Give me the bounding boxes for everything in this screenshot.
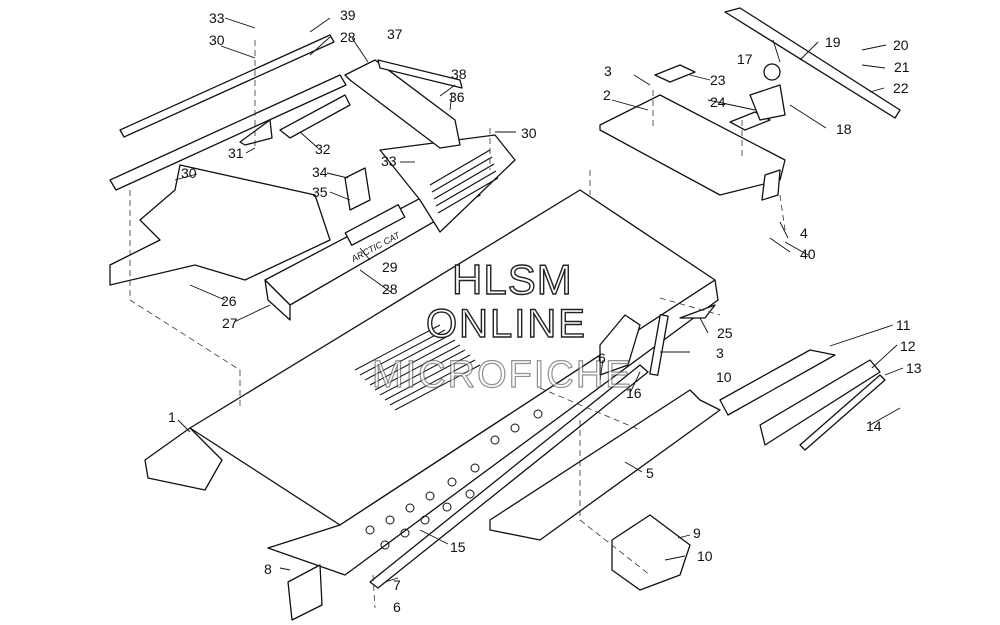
watermark-line-3: MICROFICHE [371,353,633,396]
footrest-holes [365,409,543,550]
callout-22: 22 [893,80,909,96]
rail-32 [279,94,351,139]
callout-20: 20 [893,37,909,53]
callout-5: 5 [646,465,654,481]
bracket-4 [761,169,781,201]
panel-12 [759,359,881,446]
callout-26: 26 [221,293,237,309]
bracket-31 [239,119,273,146]
callout-7: 7 [393,577,401,593]
callout-24: 24 [710,94,726,110]
tunnel-vent-slots [354,324,481,411]
small-decal [679,304,716,319]
callout-19: 19 [825,34,841,50]
callout-30: 30 [209,32,225,48]
rear-trim-36 [344,59,461,149]
callout-30: 30 [181,165,197,181]
callout-30: 30 [521,125,537,141]
callout-11: 11 [896,317,911,333]
callout-39: 39 [340,7,356,23]
callout-34: 34 [312,164,328,180]
callout-2: 2 [603,87,611,103]
callout-32: 32 [315,141,331,157]
callout-9: 9 [693,525,701,541]
watermark-line-1: HLSM [451,255,573,303]
pad-23 [654,64,696,83]
support-bracket [599,314,641,376]
callout-6: 6 [393,599,401,615]
hitch-body [749,84,786,121]
callout-33: 33 [381,153,397,169]
callout-23: 23 [710,72,726,88]
flap [724,7,901,119]
callout-10: 10 [716,369,732,385]
callout-3: 3 [604,63,612,79]
console-decal [344,204,406,246]
callout-38: 38 [451,66,467,82]
callout-28: 28 [382,281,398,297]
callout-36: 36 [449,89,465,105]
callout-25: 25 [717,325,733,341]
strip-13 [799,374,886,451]
callout-1: 1 [168,409,176,425]
callout-29: 29 [382,259,398,275]
callout-35: 35 [312,184,328,200]
foot-bracket [611,514,691,591]
callout-37: 37 [387,26,403,42]
callout-8: 8 [264,561,272,577]
hitch-ring [763,63,781,81]
callout-18: 18 [836,121,852,137]
console-side [264,279,291,321]
watermark-line-2: ONLINE [425,301,587,346]
callout-31: 31 [228,145,244,161]
callout-12: 12 [900,338,916,354]
running-board [369,364,649,589]
callout-40: 40 [800,246,816,262]
callout-16: 16 [626,385,642,401]
rail-39 [119,34,335,138]
floor-mat [109,164,331,286]
callout-21: 21 [894,59,910,75]
callout-15: 15 [450,539,466,555]
support-strap [649,314,669,376]
panel-11 [719,349,836,416]
trim-38 [377,59,463,89]
rear-plate [287,564,323,621]
top-plate [599,94,786,196]
side-rail [489,389,721,541]
callout-4: 4 [800,225,808,241]
console-vents [429,149,499,214]
callout-28: 28 [340,29,356,45]
callout-13: 13 [906,360,922,376]
callout-27: 27 [222,315,238,331]
callout-3: 3 [716,345,724,361]
tunnel-rear-flange [144,427,223,491]
callout-33: 33 [209,10,225,26]
callout-14: 14 [866,418,882,434]
callout-10: 10 [697,548,713,564]
callout-6: 6 [598,350,606,366]
bracket-34 [344,167,371,211]
rail-28 [109,74,347,191]
callout-17: 17 [737,51,753,67]
